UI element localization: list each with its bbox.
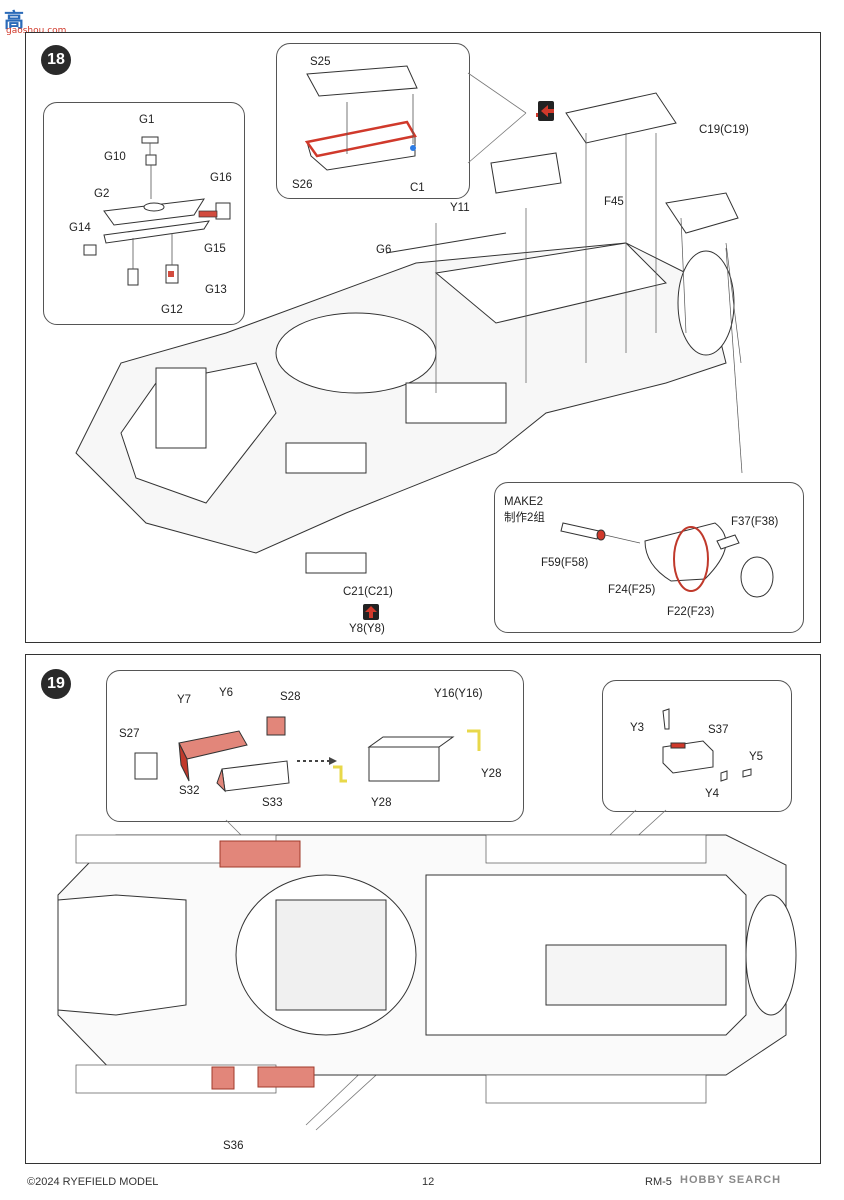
step-number-badge: 18 (41, 45, 71, 75)
label-c1: C1 (410, 182, 425, 194)
g-parts-drawing (83, 136, 231, 286)
watermark-logo: 高 gaoshou.com (4, 4, 74, 36)
make2-title: MAKE2 (504, 496, 543, 508)
watermark-logo-glyph: 高 (4, 8, 24, 32)
step-number-badge: 19 (41, 669, 71, 699)
footer-code-watermark: HOBBY SEARCH (680, 1174, 782, 1186)
label-f37: F37(F38) (731, 516, 779, 528)
label-y6: Y6 (219, 687, 234, 699)
label-y28-right: Y28 (481, 768, 502, 780)
label-y5: Y5 (749, 751, 764, 763)
label-s37: S37 (708, 724, 729, 736)
label-f45: F45 (604, 196, 624, 208)
label-y8: Y8(Y8) (349, 623, 385, 635)
label-y4: Y4 (705, 788, 720, 800)
label-s28: S28 (280, 691, 301, 703)
watermark-logo-text: gaoshou.com (6, 26, 67, 36)
label-s36: S36 (223, 1140, 244, 1152)
inset-s32-s33: Y7 Y6 S28 S27 S32 S33 Y16(Y16) Y28 Y28 (106, 670, 524, 822)
label-s26: S26 (292, 179, 313, 191)
s-parts-drawing (304, 65, 418, 171)
inset-g-parts: G1 G10 G2 G16 G14 G15 G12 G13 (43, 102, 245, 325)
step-18-panel: 18 G1 G10 G2 (25, 32, 821, 643)
s32-s33-drawing (134, 716, 481, 793)
label-y7: Y7 (177, 694, 192, 706)
label-y16: Y16(Y16) (434, 688, 483, 700)
label-g2: G2 (94, 188, 110, 200)
label-g14: G14 (69, 222, 91, 234)
label-y3: Y3 (630, 722, 645, 734)
label-f22: F22(F23) (667, 606, 715, 618)
footer-copyright: ©2024 RYEFIELD MODEL (27, 1176, 159, 1188)
label-f24: F24(F25) (608, 584, 656, 596)
step-19-panel: 19 Y7 Y6 S28 S27 S32 S33 Y16(Y16) (25, 654, 821, 1164)
label-y11: Y11 (450, 202, 470, 214)
label-y28-left: Y28 (371, 797, 392, 809)
label-g12: G12 (161, 304, 183, 316)
label-s25: S25 (310, 56, 331, 68)
inset-s37: Y3 S37 Y5 Y4 (602, 680, 792, 812)
label-g16: G16 (210, 172, 232, 184)
vehicle-topview-step19 (57, 809, 797, 1131)
label-c21: C21(C21) (343, 586, 393, 598)
footer-page-number: 12 (422, 1176, 435, 1188)
label-s32: S32 (179, 785, 200, 797)
label-s33: S33 (262, 797, 283, 809)
inset-s-parts: S25 S26 C1 (276, 43, 470, 199)
label-c19: C19(C19) (699, 124, 749, 136)
label-g13: G13 (205, 284, 227, 296)
make2-drawing (560, 522, 774, 598)
s37-drawing (662, 708, 752, 782)
label-g10: G10 (104, 151, 126, 163)
label-g15: G15 (204, 243, 226, 255)
make2-subtitle: 制作2组 (504, 512, 545, 524)
label-f59: F59(F58) (541, 557, 589, 569)
label-g1: G1 (139, 114, 155, 126)
vehicle-drawing-step18 (75, 72, 743, 620)
label-g6: G6 (376, 244, 392, 256)
inset-make2: MAKE2 制作2组 F37(F38) F59(F58) F24(F25) F2… (494, 482, 804, 633)
footer-code: RM-5 (645, 1176, 672, 1188)
label-s27: S27 (119, 728, 140, 740)
